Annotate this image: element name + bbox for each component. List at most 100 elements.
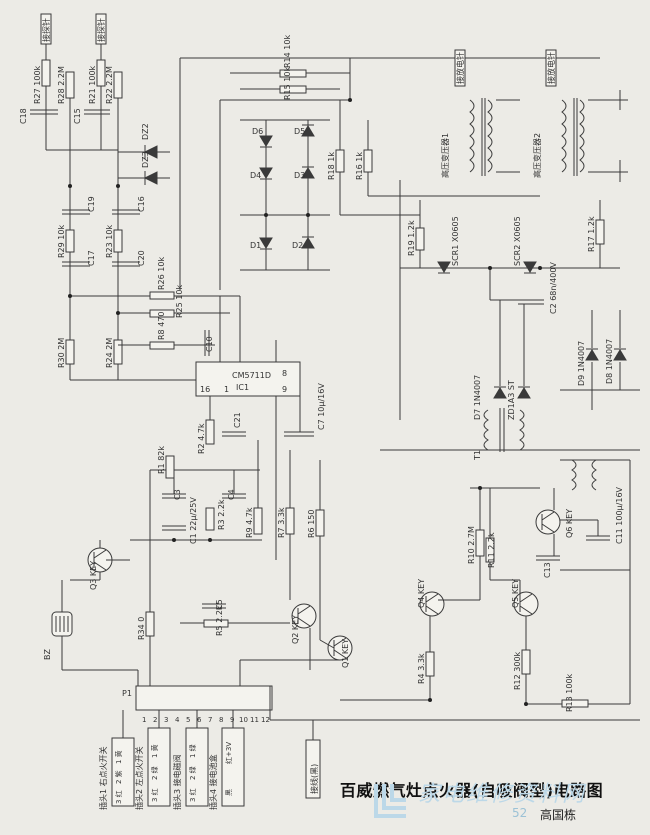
svg-text:1 绿: 1 绿 <box>188 744 197 758</box>
capacitor-c1: C1 22μ/25V <box>162 497 198 544</box>
transistor-q3: Q3 KEY <box>87 547 113 590</box>
svg-text:6: 6 <box>197 716 202 724</box>
scr-1: SCR1 X0605 <box>437 216 460 274</box>
zener-dz3: DZ3 <box>118 151 170 185</box>
diode-d9: D9 1N4007 <box>577 341 599 386</box>
svg-text:C13: C13 <box>543 562 552 578</box>
svg-text:R3 2.2k: R3 2.2k <box>217 499 226 530</box>
resistor-r3: R3 2.2k <box>205 499 226 531</box>
svg-text:R27 100k: R27 100k <box>33 65 42 104</box>
svg-text:SCR1 X0605: SCR1 X0605 <box>451 216 460 266</box>
svg-text:R12 300k: R12 300k <box>513 651 522 690</box>
svg-text:D7 1N4007: D7 1N4007 <box>473 375 482 420</box>
svg-text:ZD1A3 ST: ZD1A3 ST <box>507 380 516 420</box>
resistor-r8: R8 470 <box>118 312 215 350</box>
svg-text:C21: C21 <box>233 412 242 428</box>
svg-text:R23 10k: R23 10k <box>105 225 114 258</box>
svg-text:11: 11 <box>250 716 259 724</box>
svg-text:R22 2.2M: R22 2.2M <box>105 66 114 104</box>
ic1-chip: 16 CM5711D 1 8 9 IC1 <box>195 361 301 397</box>
svg-text:CM5711D: CM5711D <box>232 371 271 380</box>
svg-text:R25 10k: R25 10k <box>175 285 184 318</box>
resistor-r16: R16 1k <box>355 149 373 180</box>
plug-1: 插头1 右点火开关 1 黄 2 紫 3 红 <box>98 737 135 810</box>
svg-text:C11 100μ/16V: C11 100μ/16V <box>615 486 624 544</box>
svg-text:DZ2: DZ2 <box>141 123 150 140</box>
svg-text:插头4 接电池盒: 插头4 接电池盒 <box>208 754 218 810</box>
svg-text:C15: C15 <box>73 108 82 124</box>
svg-text:3 红: 3 红 <box>114 790 123 804</box>
resistor-r29: R29 10k <box>57 225 75 258</box>
zener-dz2: DZ2 <box>118 123 170 159</box>
svg-text:插头1 右点火开关: 插头1 右点火开关 <box>98 746 108 810</box>
svg-text:插头2 左点火开关: 插头2 左点火开关 <box>134 746 144 810</box>
svg-text:红+3V: 红+3V <box>224 742 233 764</box>
diagram-title: 百威燃气灶点火器(自吸阀型)电路图 <box>340 781 604 800</box>
svg-text:BZ: BZ <box>43 649 52 660</box>
capacitor-c5: C5 <box>202 599 226 610</box>
resistor-r21: R21 100k <box>88 59 106 104</box>
svg-text:3: 3 <box>164 716 168 724</box>
svg-text:R13 100k: R13 100k <box>565 673 574 712</box>
plug-2: 插头2 左点火开关 1 黄 2 绿 3 红 <box>134 727 171 810</box>
svg-text:R8 470: R8 470 <box>157 312 166 340</box>
resistor-r1: R1 82k <box>157 446 175 479</box>
capacitor-c13: C13 <box>536 555 560 578</box>
watermark-text: 家电维修资料网 <box>418 782 587 807</box>
capacitor-c7: C7 10μ/16V <box>284 383 326 437</box>
svg-text:1: 1 <box>142 716 146 724</box>
resistor-r4: R4 3.3k <box>417 651 435 684</box>
svg-text:D1: D1 <box>250 241 261 250</box>
resistor-r7: R7 3.3k <box>277 507 295 538</box>
resistor-r6: R6 150 <box>307 509 325 538</box>
svg-text:R24 2M: R24 2M <box>105 338 114 368</box>
svg-text:2: 2 <box>153 716 157 724</box>
svg-text:R6 150: R6 150 <box>307 510 316 538</box>
svg-text:7: 7 <box>208 716 212 724</box>
svg-text:C17: C17 <box>87 250 96 266</box>
diode-d3: D3 <box>294 166 315 180</box>
svg-text:3 红: 3 红 <box>188 788 197 802</box>
resistor-r25: R25 10k <box>118 285 230 318</box>
diode-d8: D8 1N4007 <box>605 339 627 384</box>
resistor-r26: R26 10k <box>70 257 240 300</box>
diode-d4: D4 <box>250 167 273 180</box>
svg-text:R30 2M: R30 2M <box>57 338 66 368</box>
svg-text:接放电针: 接放电针 <box>546 52 556 84</box>
resistor-r34: R34 0 <box>137 611 155 640</box>
transformer-hv2: 高压变压器2 <box>532 98 585 178</box>
svg-text:Q4 KEY: Q4 KEY <box>417 579 426 608</box>
capacitor-c11: C11 100μ/16V <box>586 486 624 544</box>
svg-text:9: 9 <box>282 385 287 394</box>
svg-text:D2: D2 <box>292 241 303 250</box>
svg-text:C2 68n/400V: C2 68n/400V <box>549 262 558 314</box>
svg-text:R29 10k: R29 10k <box>57 225 66 258</box>
svg-text:R10 2.7M: R10 2.7M <box>467 526 476 564</box>
svg-text:D6: D6 <box>252 127 263 136</box>
resistor-r10: R10 2.7M <box>467 526 485 564</box>
buzzer-bz: BZ <box>43 611 73 660</box>
svg-text:R7 3.3k: R7 3.3k <box>277 507 286 538</box>
svg-text:16: 16 <box>200 385 210 394</box>
diode-d6: D6 <box>252 127 273 148</box>
svg-text:DZ3: DZ3 <box>141 151 150 168</box>
capacitor-c21: C21 <box>222 412 246 437</box>
resistor-r19: R19 1.2k <box>407 220 425 256</box>
svg-text:接探针: 接探针 <box>96 18 106 42</box>
capacitor-c16: C16 <box>112 196 146 215</box>
watermark-url: 52 <box>512 806 528 820</box>
svg-text:接线(黑): 接线(黑) <box>309 764 319 794</box>
svg-text:8: 8 <box>282 369 287 378</box>
resistor-r11: R11 2.2k <box>485 532 496 568</box>
svg-text:Q2 KEY: Q2 KEY <box>291 615 300 644</box>
svg-text:Q6 KEY: Q6 KEY <box>565 509 574 538</box>
svg-text:黑: 黑 <box>225 789 233 796</box>
diode-d2: D2 <box>292 236 315 250</box>
probe-right-1: 接放电针 <box>454 49 466 87</box>
capacitor-c17: C17 <box>62 250 96 267</box>
svg-text:C5: C5 <box>215 599 224 610</box>
zener-zd: ZD1A3 ST <box>507 380 531 420</box>
svg-text:R15 10k: R15 10k <box>283 67 292 100</box>
svg-text:Q1 KEY: Q1 KEY <box>341 639 350 668</box>
